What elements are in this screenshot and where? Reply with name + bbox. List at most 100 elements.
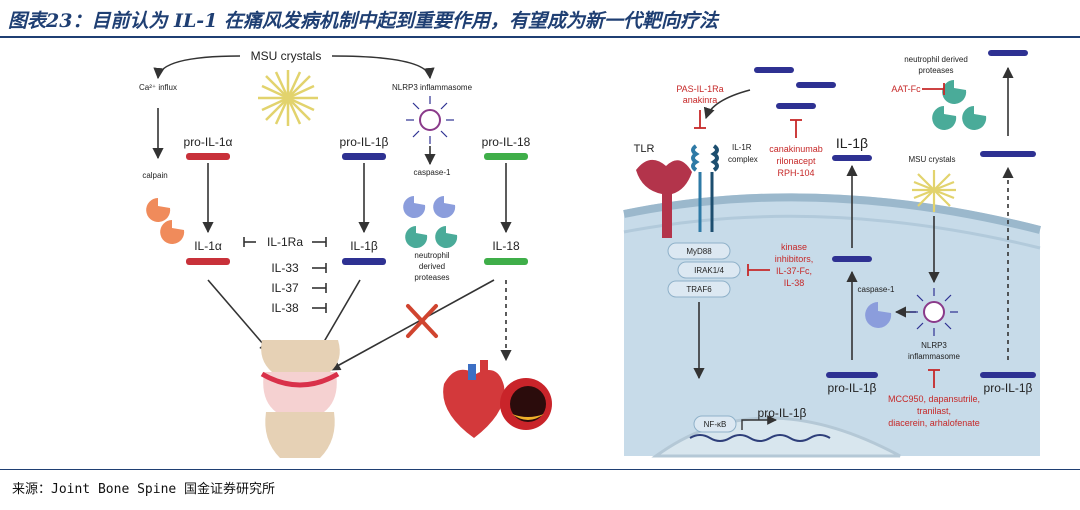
traf6-box — [667, 280, 731, 298]
il38-right-label: IL-38 — [784, 278, 805, 288]
mcc950-inhibit-mark — [928, 369, 940, 388]
neutrophil-derived-label: neutrophil derived — [904, 55, 968, 64]
aat-fc-inhibit-mark — [922, 83, 945, 95]
tlr-receptor-icon — [636, 159, 692, 238]
nlrp3-right-icon — [910, 288, 958, 336]
proteases-right-label: proteases — [918, 66, 953, 75]
anakinra-inhibit-mark — [694, 110, 706, 129]
msu-crystal-icon — [258, 70, 318, 126]
rilonacept-label: rilonacept — [776, 156, 816, 166]
canakinumab-inhibit-mark — [790, 119, 802, 138]
page-title: 图表23：目前认为 IL-1 在痛风发病机制中起到重要作用，有望成为新一代靶向疗… — [8, 10, 719, 32]
anakinra-label: anakinra — [683, 95, 718, 105]
complex-label: complex — [728, 155, 758, 164]
right-panel: PAS-IL-1Ra anakinra canakinumab rilonace… — [623, 50, 1041, 458]
myd88-label: MyD88 — [686, 247, 712, 256]
calpain-label: calpain — [142, 171, 167, 180]
calpain-icon — [146, 198, 185, 244]
nlrp3-inflammasome-icon — [406, 96, 454, 144]
pro-il1b-label-2: pro-IL-1β — [984, 381, 1033, 395]
pro-il1a-bar — [186, 153, 230, 160]
diacerein-label: diacerein, arhalofenate — [888, 418, 980, 428]
nfkb-label: NF-κB — [704, 420, 727, 429]
pas-il1ra-label: PAS-IL-1Ra — [676, 84, 723, 94]
il1b-top-bar — [832, 155, 872, 161]
pro-il18-label: pro-IL-18 — [482, 135, 531, 149]
neutrophil-protease-icon — [405, 226, 458, 248]
kinase-label: kinase — [781, 242, 807, 252]
pro-il1b-label-1: pro-IL-1β — [828, 381, 877, 395]
il1a-bar — [186, 258, 230, 265]
il37fc-label: IL-37-Fc, — [776, 266, 812, 276]
pro-il1b-bar-2 — [980, 372, 1036, 378]
pro-il1b-label: pro-IL-1β — [340, 135, 389, 149]
caspase1-right-label: caspase-1 — [858, 285, 895, 294]
caspase1-icon — [403, 196, 456, 218]
arrow-msu-to-ca — [153, 55, 241, 80]
inhibitor-il38: IL-38 — [271, 301, 299, 315]
arrow-il18-to-joint — [329, 279, 495, 371]
il18-bar — [484, 258, 528, 265]
kinase-inhibitors-label: inhibitors, — [775, 254, 814, 264]
il1r-label: IL-1R — [732, 143, 752, 152]
msu-right-label: MSU crystals — [908, 155, 955, 164]
tranilast-label: tranilast, — [917, 406, 951, 416]
il1a-label: IL-1α — [194, 239, 222, 253]
diagram-canvas: MSU crystals Ca²⁺ influx calpain NLRP3 i… — [139, 49, 1041, 458]
blocked-cross-icon — [406, 304, 438, 338]
il18-label: IL-18 — [492, 239, 520, 253]
source-line: 来源：Joint Bone Spine 国金证券研究所 — [12, 482, 276, 497]
title-bar: 图表23：目前认为 IL-1 在痛风发病机制中起到重要作用，有望成为新一代靶向疗… — [0, 0, 1080, 36]
pro-il1b-right-mid-bar — [980, 151, 1036, 157]
caspase1-label: caspase-1 — [414, 168, 451, 177]
ca-influx-label: Ca²⁺ influx — [139, 83, 177, 92]
joint-icon — [260, 340, 340, 458]
left-panel: MSU crystals Ca²⁺ influx calpain NLRP3 i… — [139, 49, 552, 458]
tlr-label: TLR — [634, 143, 655, 155]
arrow-il1b-to-receptor — [703, 89, 751, 120]
derived-label: derived — [419, 262, 445, 271]
pro-il18-bar — [484, 153, 528, 160]
source-rule — [0, 469, 1080, 470]
nfkb-box — [693, 415, 737, 433]
pro-il1a-label: pro-IL-1α — [184, 135, 233, 149]
inhibitor-il37: IL-37 — [271, 281, 299, 295]
il1b-top-label: IL-1β — [836, 135, 868, 151]
il1b-free-bar-3 — [776, 103, 816, 109]
il1b-label: IL-1β — [350, 239, 378, 253]
myd88-box — [667, 242, 731, 260]
heart-icon — [443, 360, 505, 438]
nlrp3-inflammasome-label: NLRP3 inflammasome — [392, 83, 473, 92]
nlrp3-label: NLRP3 — [921, 341, 947, 350]
nucleus-pro-il1b-label: pro-IL-1β — [758, 406, 807, 420]
cell-membrane — [623, 193, 1041, 234]
neutrophil-label: neutrophil — [414, 251, 449, 260]
il1b-cell-bar — [832, 256, 872, 262]
irak-label: IRAK1/4 — [694, 266, 724, 275]
inflammasome-label: inflammasome — [908, 352, 961, 361]
il1b-free-bar-2 — [796, 82, 836, 88]
traf6-label: TRAF6 — [686, 285, 712, 294]
msu-crystals-label: MSU crystals — [251, 49, 322, 63]
kinase-inhibit-mark — [747, 264, 770, 276]
mcc950-label: MCC950, dapansutrile, — [888, 394, 980, 404]
irak-box — [677, 261, 741, 279]
title-rule — [0, 36, 1080, 38]
canakinumab-label: canakinumab — [769, 144, 823, 154]
caspase1-right-icon — [865, 302, 892, 328]
aat-fc-label: AAT-Fc — [891, 84, 921, 94]
dna-icon — [689, 434, 831, 442]
blood-vessel-icon — [500, 378, 552, 430]
proteases-label: proteases — [414, 273, 449, 282]
il1b-right-top-bar — [988, 50, 1028, 56]
msu-crystal-right-icon — [912, 170, 956, 212]
arrow-il1a-to-joint — [207, 279, 271, 353]
pro-il1b-bar-1 — [826, 372, 878, 378]
arrow-msu-to-nlrp3 — [331, 55, 435, 80]
il1r-complex-icon — [691, 144, 719, 232]
transcription-arrow — [741, 415, 777, 430]
cell-body — [624, 193, 1040, 457]
il1b-free-bar-1 — [754, 67, 794, 73]
inhibitor-il1ra: IL-1Ra — [267, 235, 303, 249]
il1b-bar — [342, 258, 386, 265]
